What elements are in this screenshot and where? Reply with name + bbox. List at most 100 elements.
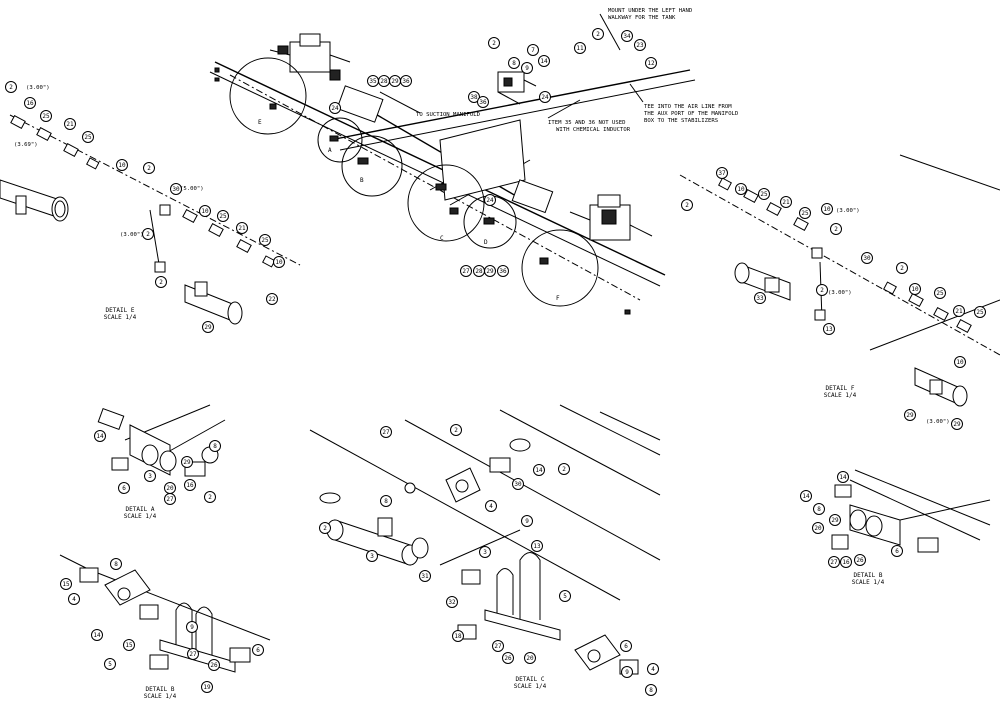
callout-balloon: 15 — [60, 578, 72, 590]
callout-circle — [592, 28, 604, 40]
callout-number: 24 — [486, 197, 494, 204]
callout-circle — [184, 479, 196, 491]
callout-number: 8 — [649, 687, 653, 694]
detail-f-title: DETAIL F — [826, 385, 855, 392]
callout-circle — [68, 593, 80, 605]
callout-balloon: 2 — [592, 28, 604, 40]
callout-circle — [24, 97, 36, 109]
detail-b-left: DETAIL B SCALE 1/4 — [59, 554, 271, 700]
callout-number: 24 — [331, 105, 339, 112]
callout-balloon: 29 — [181, 456, 193, 468]
callout-circle — [813, 503, 825, 515]
callout-circle — [800, 490, 812, 502]
callout-balloon: 8 — [380, 495, 392, 507]
callout-circle — [143, 162, 155, 174]
callout-number: 28 — [380, 78, 388, 85]
callout-circle — [621, 30, 633, 42]
callout-number: 10 — [911, 286, 919, 293]
callout-number: 35 — [369, 78, 377, 85]
callout-number: 20 — [526, 655, 534, 662]
callout-balloon: 14 — [94, 430, 106, 442]
detail-circle-b — [341, 135, 403, 197]
callout-number: 25 — [261, 237, 269, 244]
callout-number: 29 — [906, 412, 914, 419]
dim-f-3: (3.00") — [926, 419, 950, 425]
callout-balloon: 29 — [484, 265, 496, 277]
callout-balloon: 9 — [186, 621, 198, 633]
callout-circle — [538, 55, 550, 67]
callout-balloon: 24 — [484, 194, 496, 206]
callout-circle — [485, 500, 497, 512]
detail-a-title: DETAIL A — [126, 506, 155, 513]
callout-balloon: 24 — [539, 91, 551, 103]
callout-balloon: 28 — [378, 75, 390, 87]
callout-balloon: 7 — [527, 44, 539, 56]
callout-circle — [484, 265, 496, 277]
callout-number: 15 — [62, 581, 70, 588]
callout-number: 21 — [955, 308, 963, 315]
callout-number: 24 — [541, 94, 549, 101]
callout-balloon: 2 — [143, 162, 155, 174]
callout-number: 16 — [186, 482, 194, 489]
callout-balloon: 27 — [492, 640, 504, 652]
callout-circle — [460, 265, 472, 277]
callout-circle — [634, 39, 646, 51]
callout-balloon: 27 — [187, 648, 199, 660]
callout-number: 2 — [596, 31, 600, 38]
callout-number: 36 — [479, 99, 487, 106]
callout-circle — [497, 265, 509, 277]
callout-balloon: 9 — [521, 62, 533, 74]
callout-circle — [681, 199, 693, 211]
callout-circle — [891, 545, 903, 557]
detail-e-title: DETAIL E — [106, 307, 135, 314]
callout-circle — [208, 659, 220, 671]
callout-circle — [904, 409, 916, 421]
callout-balloon: 26 — [854, 554, 866, 566]
callout-circle — [823, 323, 835, 335]
callout-number: 36 — [402, 78, 410, 85]
detail-b-right-scale: SCALE 1/4 — [852, 579, 885, 586]
callout-balloon: 5 — [104, 658, 116, 670]
detail-c: DETAIL C SCALE 1/4 — [309, 404, 661, 690]
callout-balloon: 27 — [460, 265, 472, 277]
callout-number: 26 — [504, 655, 512, 662]
callout-circle — [531, 540, 543, 552]
callout-balloon: 15 — [123, 639, 135, 651]
callout-number: 10 — [118, 162, 126, 169]
callout-balloon: 2 — [816, 284, 828, 296]
dim-e-3: (5.00") — [180, 186, 204, 192]
callout-number: 13 — [533, 543, 541, 550]
callout-number: 8 — [512, 60, 516, 67]
callout-number: 25 — [219, 213, 227, 220]
callout-number: 3 — [148, 473, 152, 480]
callout-circle — [64, 118, 76, 130]
callout-number: 20 — [814, 525, 822, 532]
callout-number: 11 — [576, 45, 584, 52]
callout-balloon: 2 — [450, 424, 462, 436]
callout-number: 20 — [166, 485, 174, 492]
pump-upper — [269, 33, 351, 81]
callout-number: 6 — [122, 485, 126, 492]
callout-balloon: 11 — [574, 42, 586, 54]
callout-circle — [533, 464, 545, 476]
callout-number: 5 — [108, 661, 112, 668]
callout-number: 29 — [204, 324, 212, 331]
callout-circle — [840, 556, 852, 568]
callout-balloon: 32 — [446, 596, 458, 608]
callout-balloon: 34 — [621, 30, 633, 42]
callout-number: 2 — [492, 40, 496, 47]
callout-circle — [521, 515, 533, 527]
callout-balloon: 36 — [477, 96, 489, 108]
callout-circle — [380, 426, 392, 438]
note-mount-1: MOUNT UNDER THE LEFT HAND — [608, 8, 693, 14]
callout-balloon: 19 — [201, 681, 213, 693]
callout-number: 31 — [421, 573, 429, 580]
callout-balloon: 6 — [620, 640, 632, 652]
dim-e-2: (3.69") — [14, 142, 38, 148]
callout-circle — [488, 37, 500, 49]
callout-number: 37 — [718, 170, 726, 177]
callout-number: 18 — [454, 633, 462, 640]
callout-balloon: 2 — [155, 276, 167, 288]
